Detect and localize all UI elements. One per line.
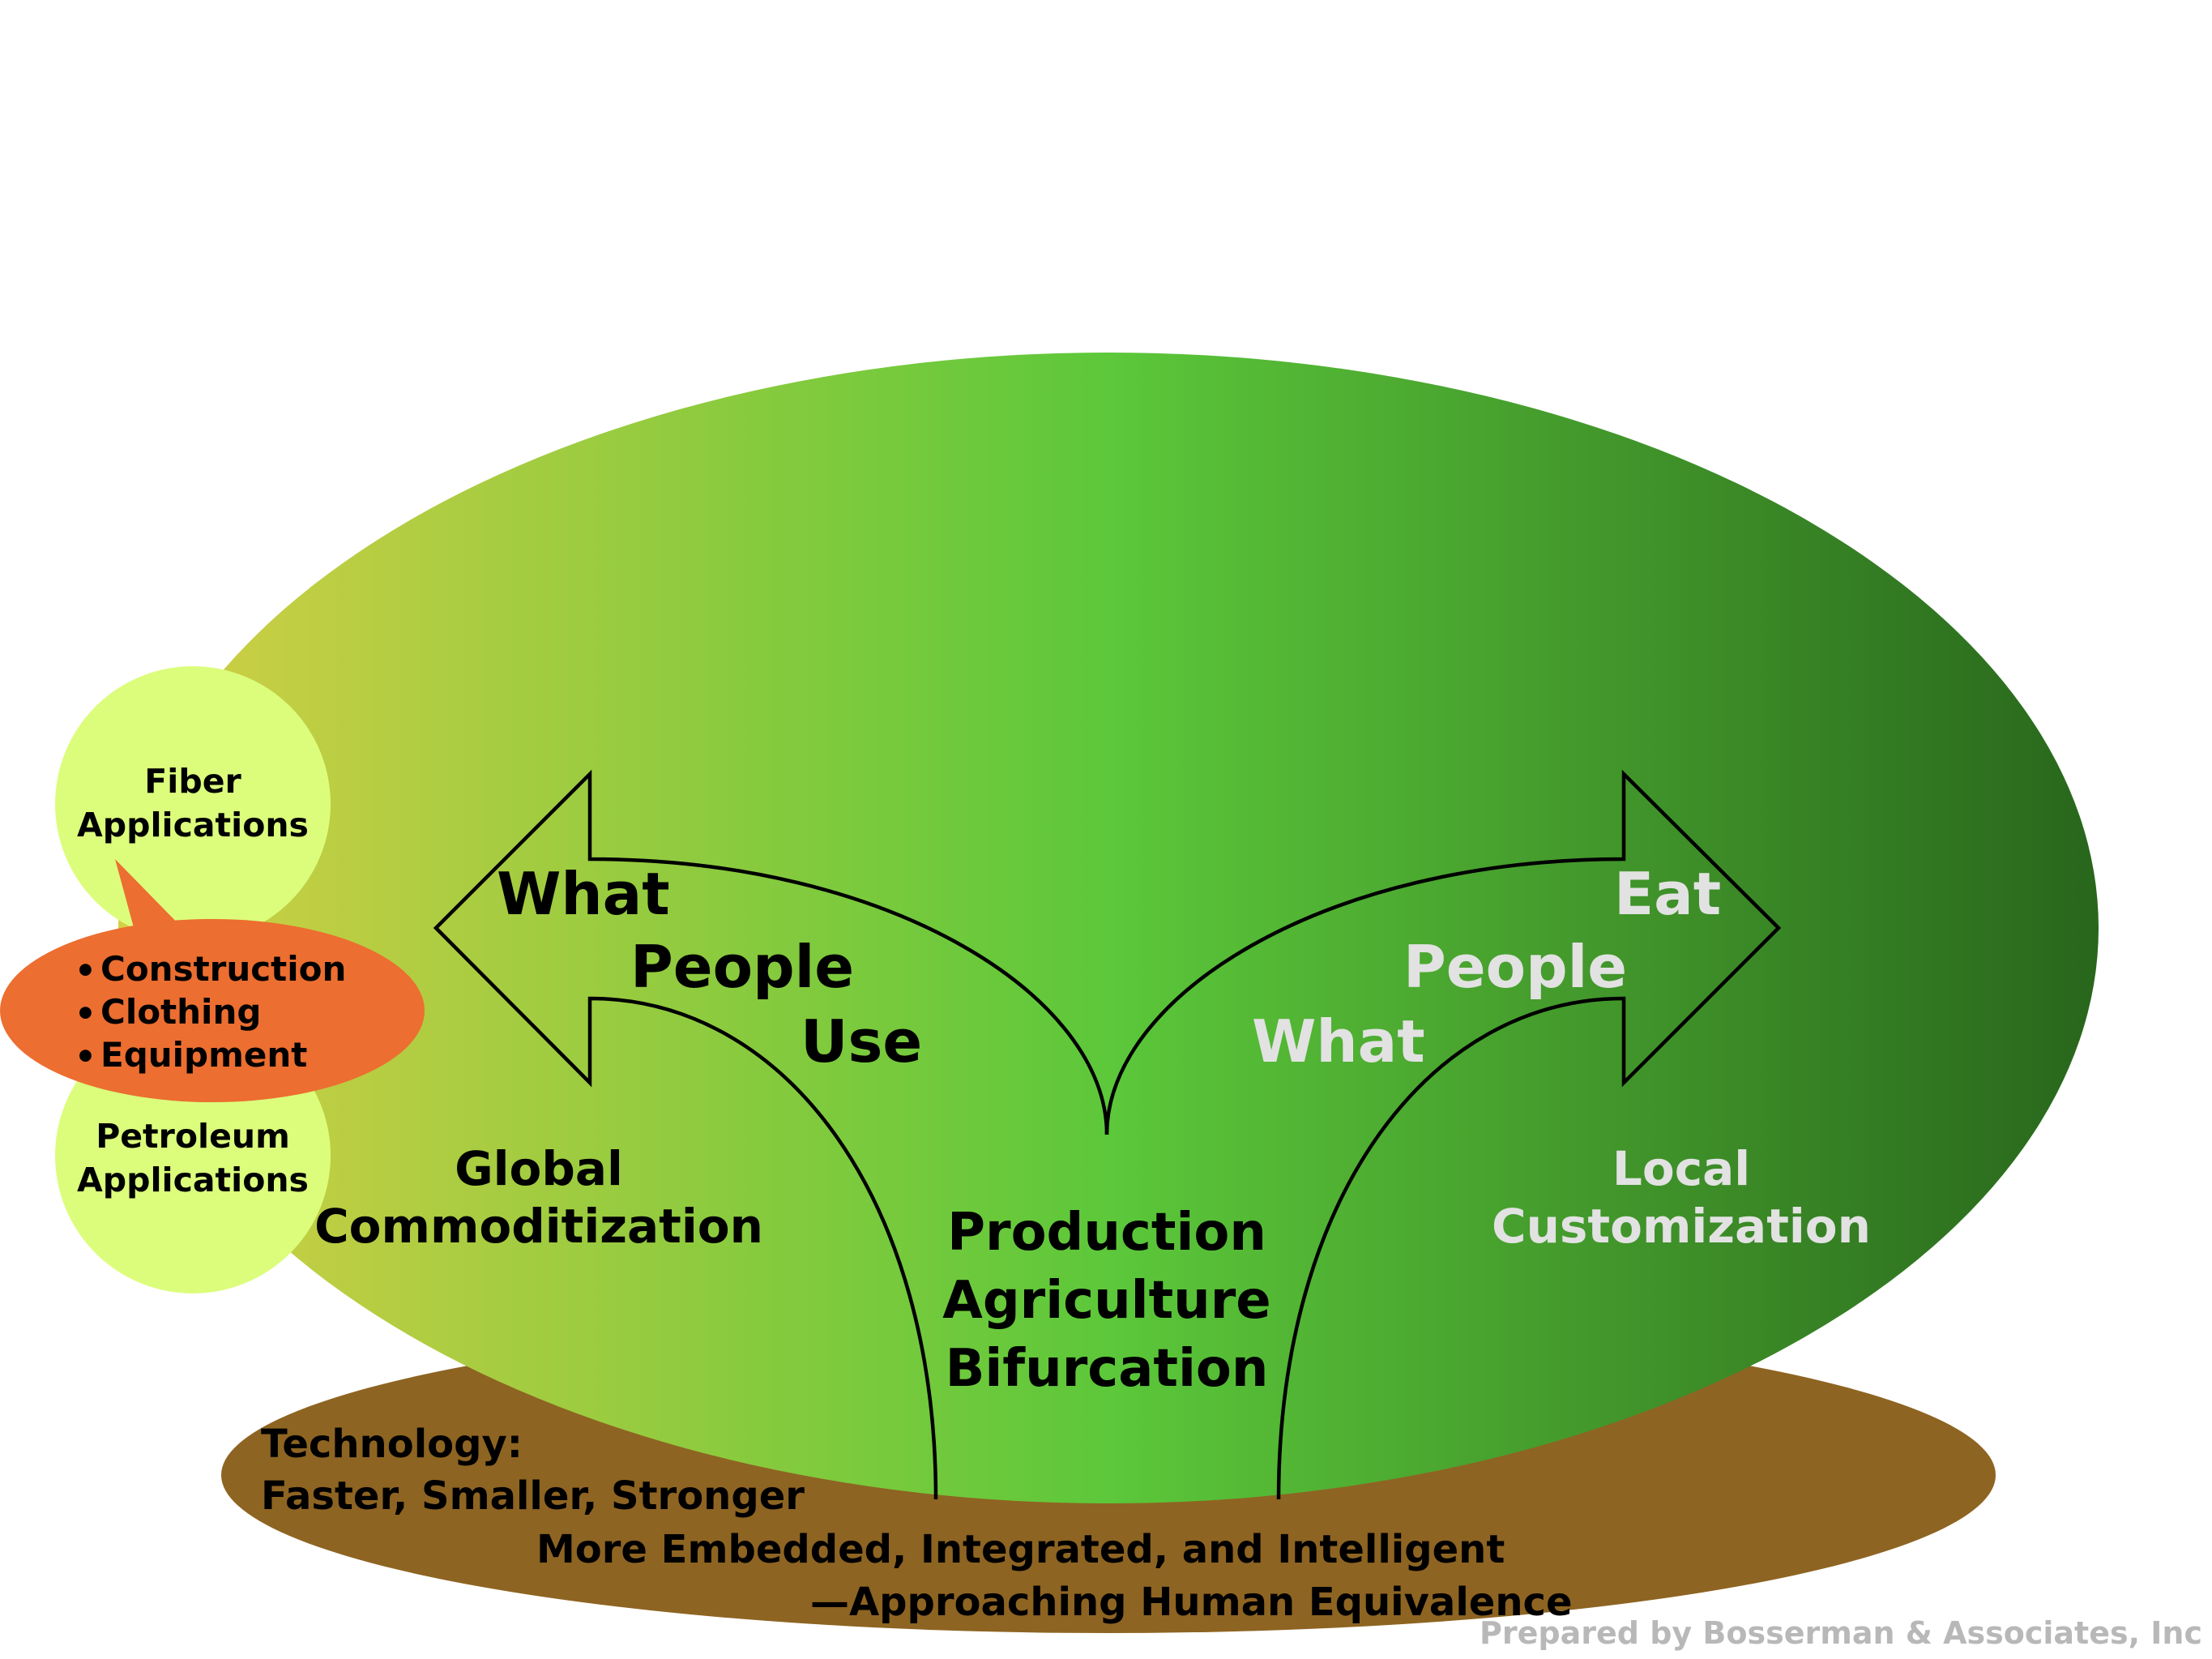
left-word-people: People	[630, 933, 854, 1001]
credit-text: Prepared by Bosserman & Associates, Inc	[1480, 1615, 2202, 1651]
callout-item-construction: Construction	[100, 949, 346, 989]
fiber-applications-bubble	[55, 666, 331, 942]
global-caption-line2: Commoditization	[314, 1199, 763, 1254]
callout-item-equipment: Equipment	[100, 1035, 307, 1075]
global-caption-line1: Global	[455, 1141, 623, 1196]
left-arrow-shape	[433, 769, 1109, 1500]
technology-line-3: More Embedded, Integrated, and Intellige…	[536, 1527, 1505, 1572]
petroleum-label-line2: Applications	[77, 1161, 309, 1199]
callout-bubble	[0, 919, 425, 1102]
right-arrow-shape	[1104, 769, 1782, 1500]
left-word-what: What	[497, 860, 670, 928]
center-line-production: Production	[947, 1203, 1266, 1263]
petroleum-label-line1: Petroleum	[96, 1117, 290, 1156]
local-caption-line1: Local	[1612, 1141, 1750, 1196]
center-line-bifurcation: Bifurcation	[946, 1339, 1269, 1399]
local-caption-line2: Customization	[1492, 1199, 1871, 1254]
right-word-what: What	[1252, 1007, 1425, 1075]
center-line-agriculture: Agriculture	[942, 1271, 1270, 1331]
callout-item-clothing: Clothing	[100, 992, 261, 1032]
technology-line-2: Faster, Smaller, Stronger	[261, 1473, 805, 1519]
callout-tail	[115, 859, 186, 948]
main-green-ellipse	[118, 353, 2099, 1503]
technology-line-1: Technology:	[261, 1422, 523, 1467]
right-word-people: People	[1403, 933, 1627, 1001]
fiber-label-line1: Fiber	[144, 762, 241, 801]
callout-bullet: •	[75, 951, 96, 990]
callout-bullet: •	[75, 1037, 96, 1076]
technology-line-4: —Approaching Human Equivalence	[810, 1580, 1573, 1625]
left-word-use: Use	[801, 1007, 922, 1075]
fiber-label-line2: Applications	[77, 806, 309, 844]
callout-bullet: •	[75, 994, 96, 1033]
right-word-eat: Eat	[1614, 860, 1721, 928]
